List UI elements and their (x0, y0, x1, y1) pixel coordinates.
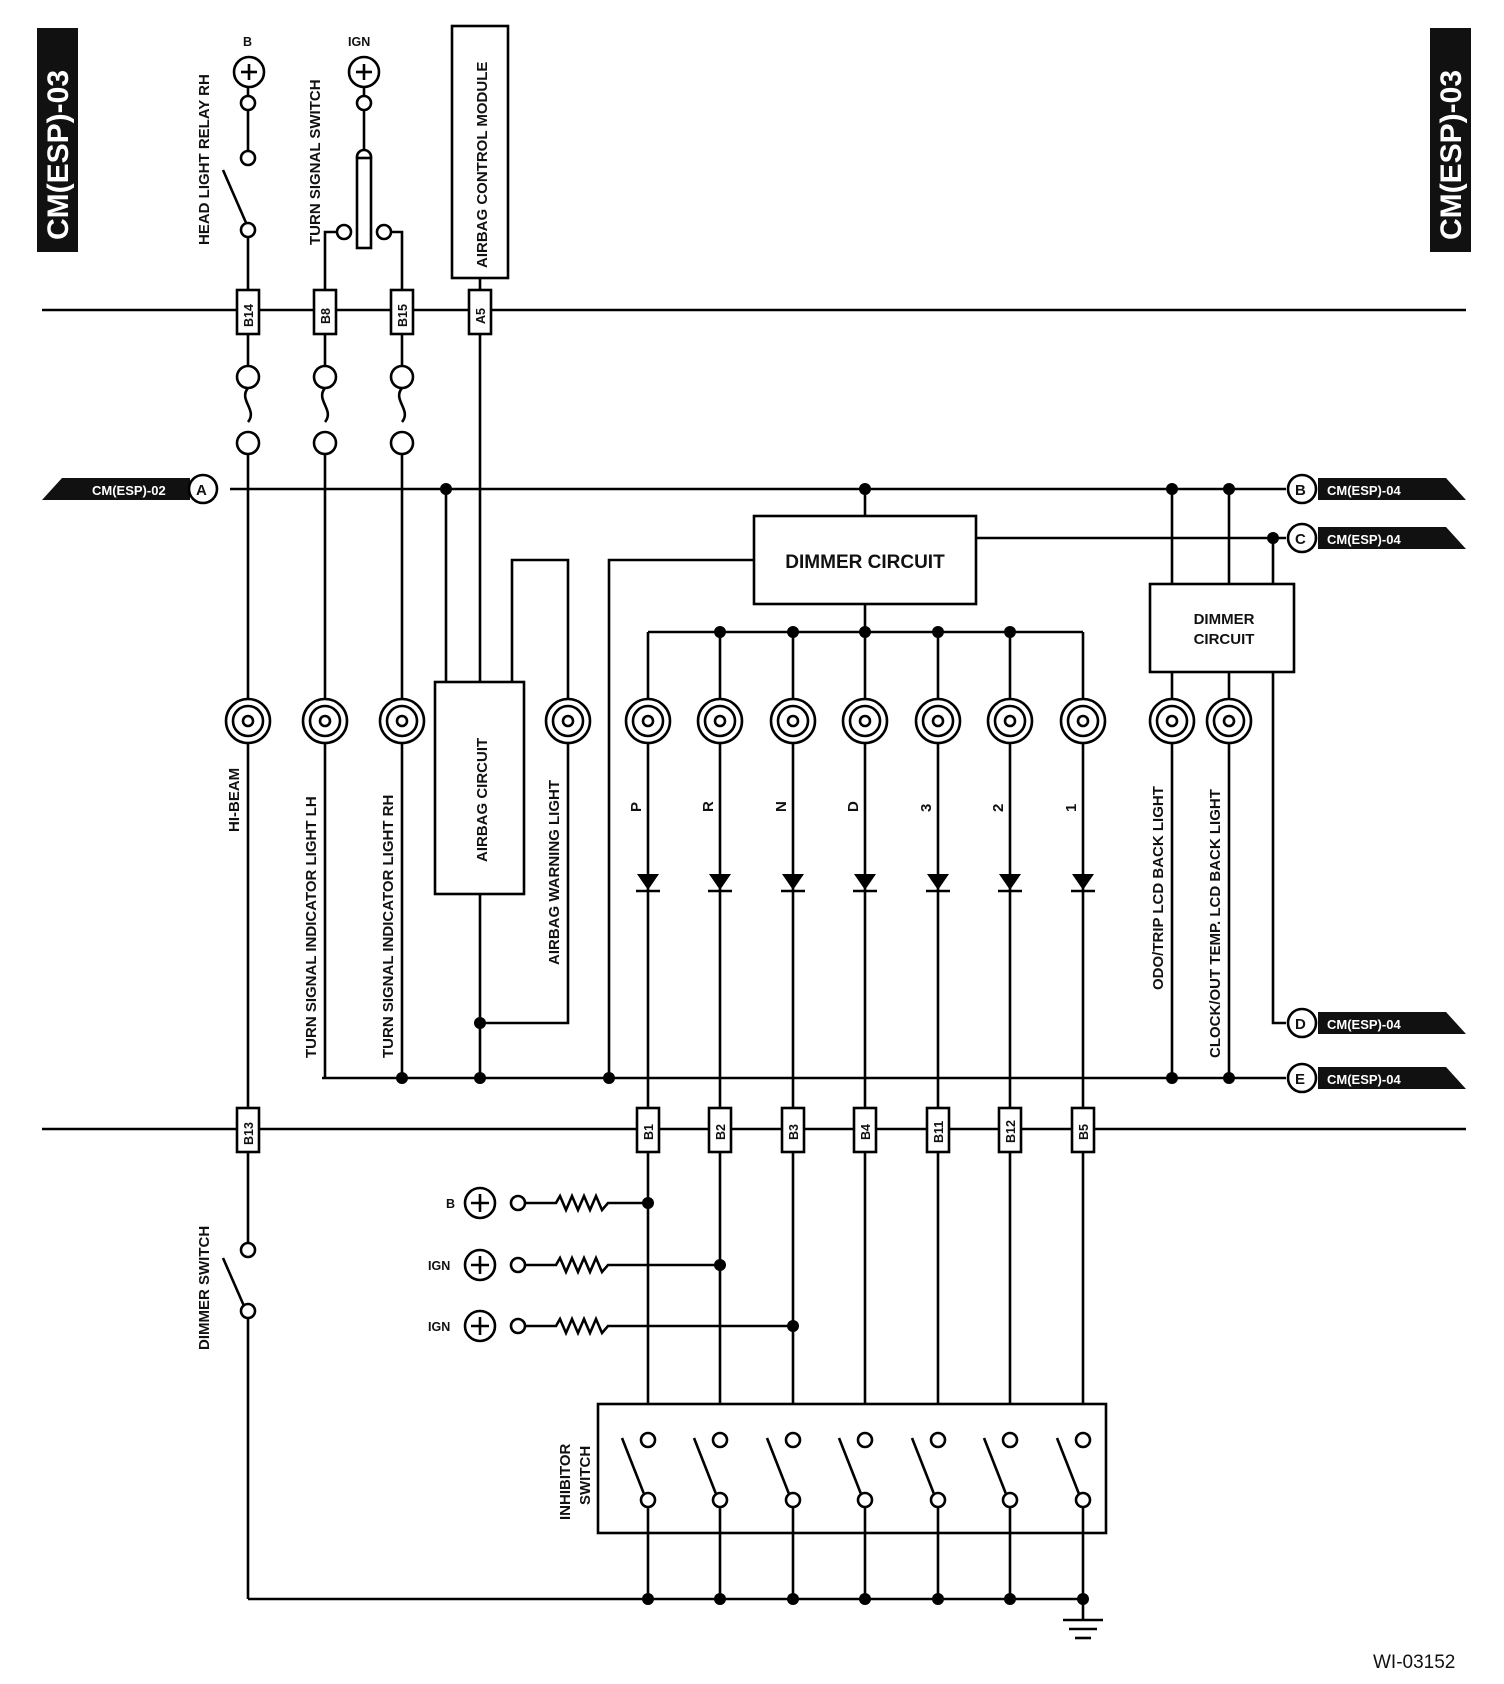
ref-b: B CM(ESP)-04 (1286, 473, 1466, 505)
gear-column-2: 2 B12 (986, 626, 1034, 1432)
gear-column-1: 1 B5 (1059, 632, 1107, 1432)
ref-c-page: CM(ESP)-04 (1327, 532, 1401, 547)
gear-label-1: 1 (1063, 804, 1080, 812)
gear-column-d: D B4 (841, 626, 889, 1432)
inhibitor-ground-drops (642, 1507, 1089, 1620)
inhibitor-contacts (620, 1431, 1092, 1509)
conn-b11-label: B11 (932, 1121, 946, 1143)
ref-d-letter: D (1295, 1016, 1306, 1033)
figure-id: WI-03152 (1373, 1652, 1455, 1673)
page-ref-left-text: CM(ESP)-03 (42, 70, 75, 240)
conn-b13-label: B13 (242, 1122, 256, 1145)
gear-label-d: D (845, 801, 862, 812)
conn-b14-label: B14 (242, 304, 256, 327)
feed-ign-resistor-2: IGN (428, 1309, 799, 1343)
feed-b-resistor: B (446, 1186, 654, 1220)
ref-d-page: CM(ESP)-04 (1327, 1017, 1401, 1032)
page-ref-left: CM(ESP)-03 (37, 28, 78, 252)
airbag-circuit (433, 680, 526, 896)
conn-a5-label: A5 (474, 308, 488, 324)
turn-signal-switch: IGN TURN SIGNAL SWITCH (307, 35, 404, 292)
ref-a-letter: A (196, 482, 207, 499)
ref-e-letter: E (1295, 1071, 1305, 1088)
gear-column-3: 3 B11 (914, 626, 962, 1432)
airbag-control-module (450, 24, 510, 280)
ref-b-page: CM(ESP)-04 (1327, 483, 1401, 498)
conn-b5-label: B5 (1077, 1124, 1091, 1140)
headlight-relay: B HEAD LIGHT RELAY RH (196, 35, 266, 245)
gear-column-n: N B3 (769, 626, 817, 1432)
ref-a: CM(ESP)-02 A (42, 473, 219, 505)
dimmer-right-label-2: CIRCUIT (1194, 631, 1255, 648)
feed-ign2-label: IGN (428, 1320, 450, 1334)
turn-switch-label: TURN SIGNAL SWITCH (307, 79, 324, 245)
ref-e: E CM(ESP)-04 (1286, 1062, 1466, 1094)
hi-beam-label: HI-BEAM (226, 768, 243, 832)
conn-b8-label: B8 (319, 308, 333, 324)
gear-column-r: R B2 (696, 626, 744, 1432)
page-ref-right-text: CM(ESP)-03 (1435, 70, 1468, 240)
dimmer-circuit-label: DIMMER CIRCUIT (785, 552, 945, 573)
conn-b4-label: B4 (859, 1124, 873, 1140)
ref-d: D CM(ESP)-04 (1286, 1007, 1466, 1039)
conn-b3-label: B3 (787, 1124, 801, 1140)
gear-label-p: P (628, 802, 645, 812)
airbag-module-label: AIRBAG CONTROL MODULE (474, 62, 491, 268)
dimmer-switch: DIMMER SWITCH (196, 1226, 257, 1350)
airbag-warning-label: AIRBAG WARNING LIGHT (546, 780, 563, 965)
airbag-circuit-label: AIRBAG CIRCUIT (474, 738, 491, 862)
dimmer-switch-label: DIMMER SWITCH (196, 1226, 213, 1350)
ref-c-letter: C (1295, 531, 1306, 548)
gear-label-n: N (773, 801, 790, 812)
inhibitor-label-1: INHIBITOR (557, 1443, 574, 1520)
turn-rh-label: TURN SIGNAL INDICATOR LIGHT RH (380, 795, 397, 1058)
headlight-relay-label: HEAD LIGHT RELAY RH (196, 74, 213, 245)
inhibitor-label-2: SWITCH (577, 1446, 594, 1505)
gear-column-p: P B1 (624, 632, 672, 1432)
feed-b-label: B (446, 1197, 455, 1211)
dimmer-right-label-1: DIMMER (1194, 611, 1255, 628)
ground-symbol (1063, 1618, 1103, 1640)
ref-c: C CM(ESP)-04 (1286, 522, 1466, 554)
ref-a-page: CM(ESP)-02 (92, 483, 166, 498)
gear-label-r: R (700, 801, 717, 812)
conn-b15-label: B15 (396, 304, 410, 327)
page-ref-right: CM(ESP)-03 (1430, 28, 1471, 252)
ref-b-letter: B (1295, 482, 1306, 499)
conn-b2-label: B2 (714, 1124, 728, 1140)
feed-ign1-label: IGN (428, 1259, 450, 1273)
turn-lh-label: TURN SIGNAL INDICATOR LIGHT LH (303, 796, 320, 1058)
b-source-label: B (243, 35, 252, 49)
feed-ign-resistor-1: IGN (428, 1248, 726, 1282)
gear-label-3: 3 (918, 804, 935, 812)
clock-label: CLOCK/OUT TEMP. LCD BACK LIGHT (1207, 789, 1224, 1058)
conn-b1-label: B1 (642, 1124, 656, 1140)
conn-b12-label: B12 (1004, 1120, 1018, 1143)
ref-e-page: CM(ESP)-04 (1327, 1072, 1401, 1087)
gear-label-2: 2 (990, 804, 1007, 812)
ign-source-label: IGN (348, 35, 370, 49)
dimmer-circuit-right (1148, 582, 1296, 674)
odo-label: ODO/TRIP LCD BACK LIGHT (1150, 786, 1167, 990)
